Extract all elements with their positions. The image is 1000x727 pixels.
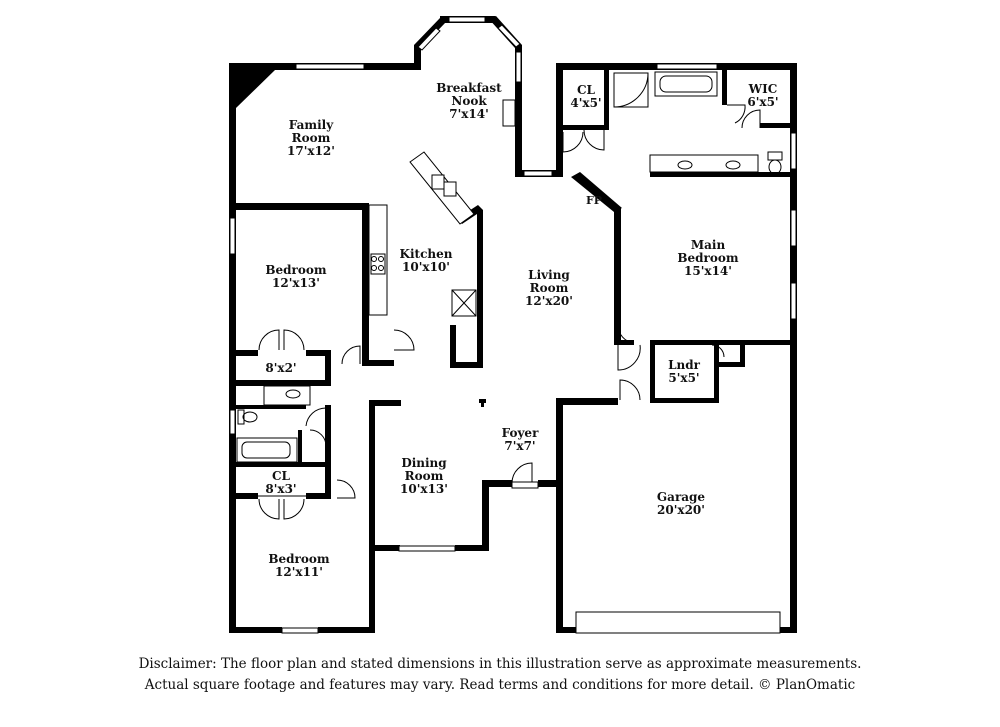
- disclaimer-line-2: Actual square footage and features may v…: [144, 677, 856, 693]
- closet-hall-label: 8'x2': [265, 361, 296, 375]
- disclaimer-line-1: Disclaimer: The floor plan and stated di…: [138, 656, 862, 672]
- disclaimer: Disclaimer: The floor plan and stated di…: [0, 654, 1000, 696]
- fireplace-label: FP: [586, 194, 602, 207]
- fixtures: [236, 71, 783, 497]
- doors: [258, 99, 761, 520]
- windows: [229, 16, 797, 634]
